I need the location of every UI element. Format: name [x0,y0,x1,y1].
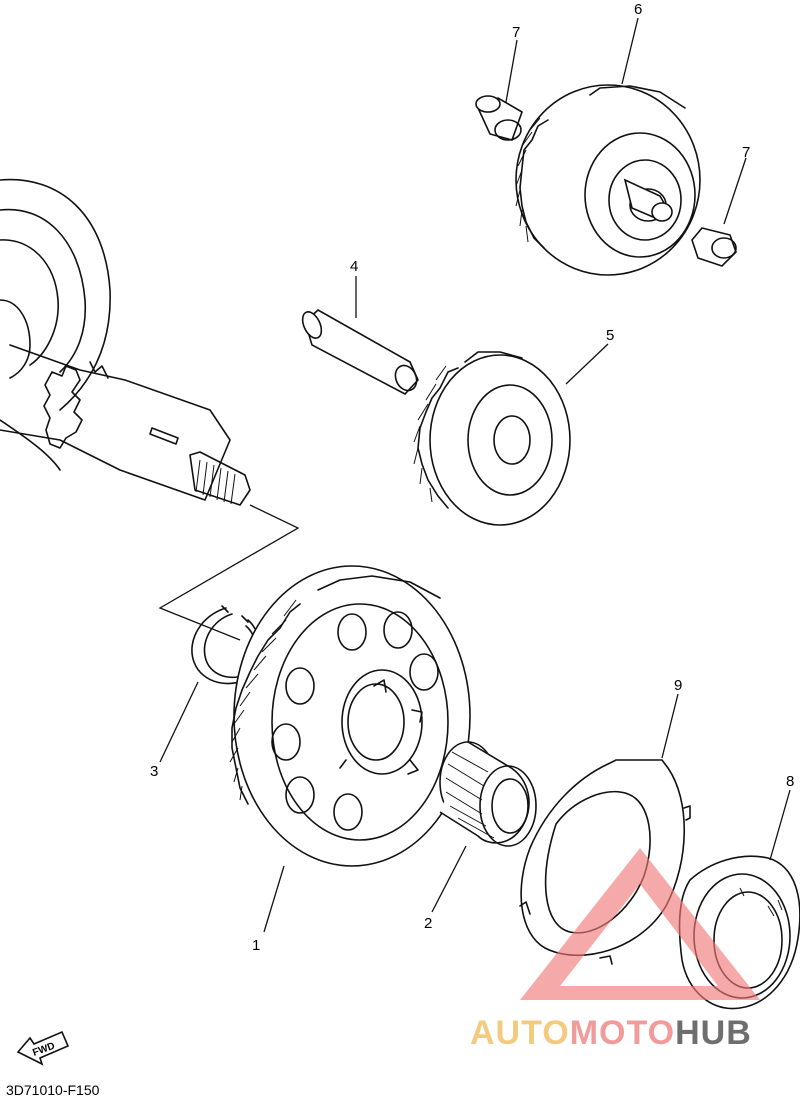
watermark-auto: AUTO [470,1014,570,1052]
bushing-7-left [475,95,523,141]
watermark-moto: MOTO [570,1014,675,1052]
watermark-hub: HUB [675,1014,752,1052]
needle-bearing-2 [439,741,537,847]
diagram-code: 3D71010-F150 [6,1082,100,1098]
callout-7a: 7 [512,24,520,41]
bushing-7-right [691,227,737,267]
callout-6: 6 [634,1,642,18]
idler-shaft-4 [301,309,419,395]
callout-7b: 7 [742,144,750,161]
callout-1: 1 [252,937,260,954]
callout-9: 9 [674,677,682,694]
watermark-triangle-icon [520,848,760,1000]
callout-5: 5 [606,327,614,344]
idler-gear-5 [413,351,571,526]
svg-text:AUTOMOTOHUB: AUTOMOTOHUB [470,1014,752,1052]
callout-8: 8 [786,773,794,790]
starter-wheel-gear-1 [229,565,471,867]
crankshaft-drawing [0,178,251,506]
automotohub-watermark: AUTOMOTOHUB [470,848,760,1052]
fwd-arrow-icon: FWD [16,1030,70,1066]
callout-2: 2 [424,915,432,932]
callout-3: 3 [150,763,158,780]
clutch-plate-9 [519,759,691,965]
callout-leaders [159,17,791,933]
assembly-bracket-line [158,504,300,641]
callout-4: 4 [350,258,358,275]
starter-clutch-6 [515,84,701,276]
